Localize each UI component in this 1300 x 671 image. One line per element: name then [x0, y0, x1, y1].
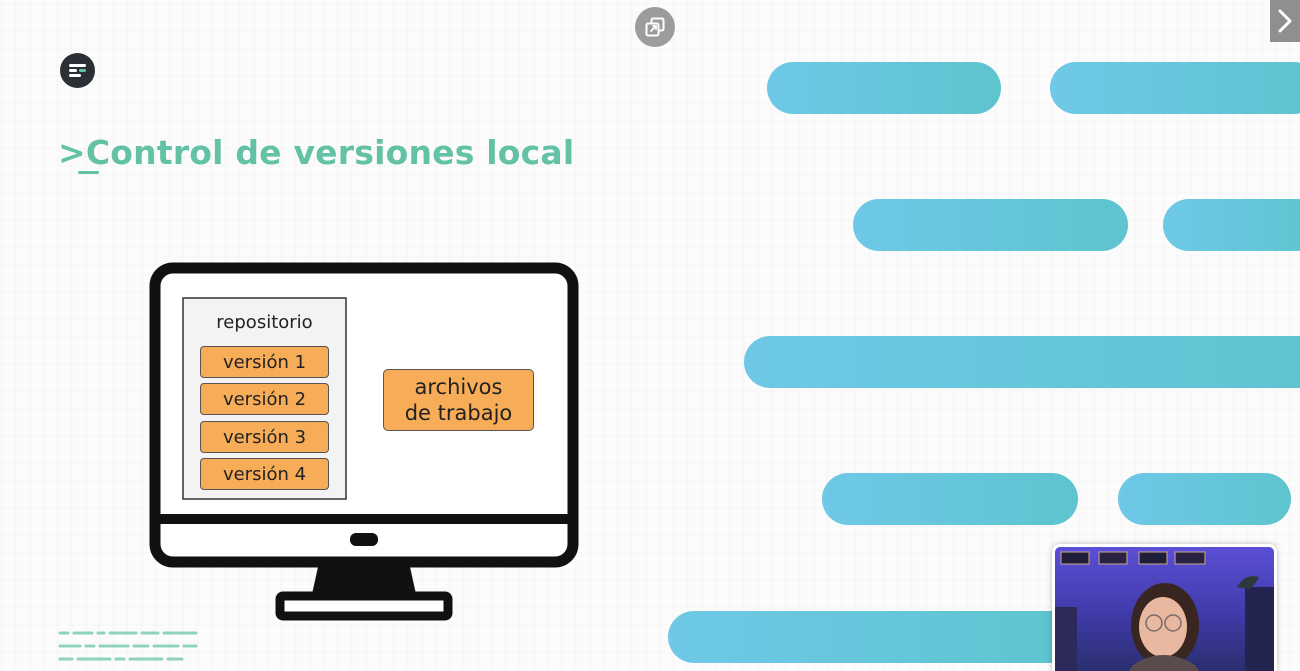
brand-logo-icon — [60, 53, 95, 88]
decorative-dashes — [58, 631, 198, 661]
presenter-video — [1055, 551, 1274, 671]
version-label: versión 4 — [222, 463, 307, 485]
working-files-line: archivos — [414, 375, 503, 399]
version-box: versión 1 — [200, 346, 329, 378]
repository-label: repositorio — [216, 312, 313, 333]
decorative-pill — [1163, 199, 1300, 251]
next-slide-button[interactable] — [1270, 0, 1300, 42]
slide-title-text: Control de versiones local — [85, 133, 575, 172]
cursor-underline — [78, 171, 99, 174]
decorative-pill — [668, 611, 1078, 663]
monitor-stand-base — [275, 591, 453, 621]
version-label: versión 1 — [222, 351, 307, 373]
working-files-line: de trabajo — [404, 401, 513, 425]
decorative-pill — [1118, 473, 1291, 525]
chevron-right-icon — [1278, 9, 1292, 33]
decorative-pill — [853, 199, 1128, 251]
slide-title: >Control de versiones local — [58, 133, 575, 174]
version-box: versión 3 — [200, 421, 329, 453]
version-label: versión 2 — [222, 388, 307, 410]
working-files-label: archivos de trabajo — [389, 374, 529, 426]
version-box: versión 4 — [200, 458, 329, 490]
working-files-box: archivos de trabajo — [383, 369, 534, 431]
picture-in-picture-icon — [645, 17, 665, 37]
decorative-pill — [1050, 62, 1300, 114]
restore-window-button[interactable] — [635, 7, 675, 47]
monitor-power-button — [350, 533, 378, 546]
decorative-pill — [767, 62, 1001, 114]
decorative-pill — [744, 336, 1300, 388]
webcam-overlay — [1052, 544, 1277, 671]
version-label: versión 3 — [222, 426, 307, 448]
decorative-pill — [822, 473, 1078, 525]
prompt-chevron-icon: > — [58, 133, 86, 172]
version-box: versión 2 — [200, 383, 329, 415]
